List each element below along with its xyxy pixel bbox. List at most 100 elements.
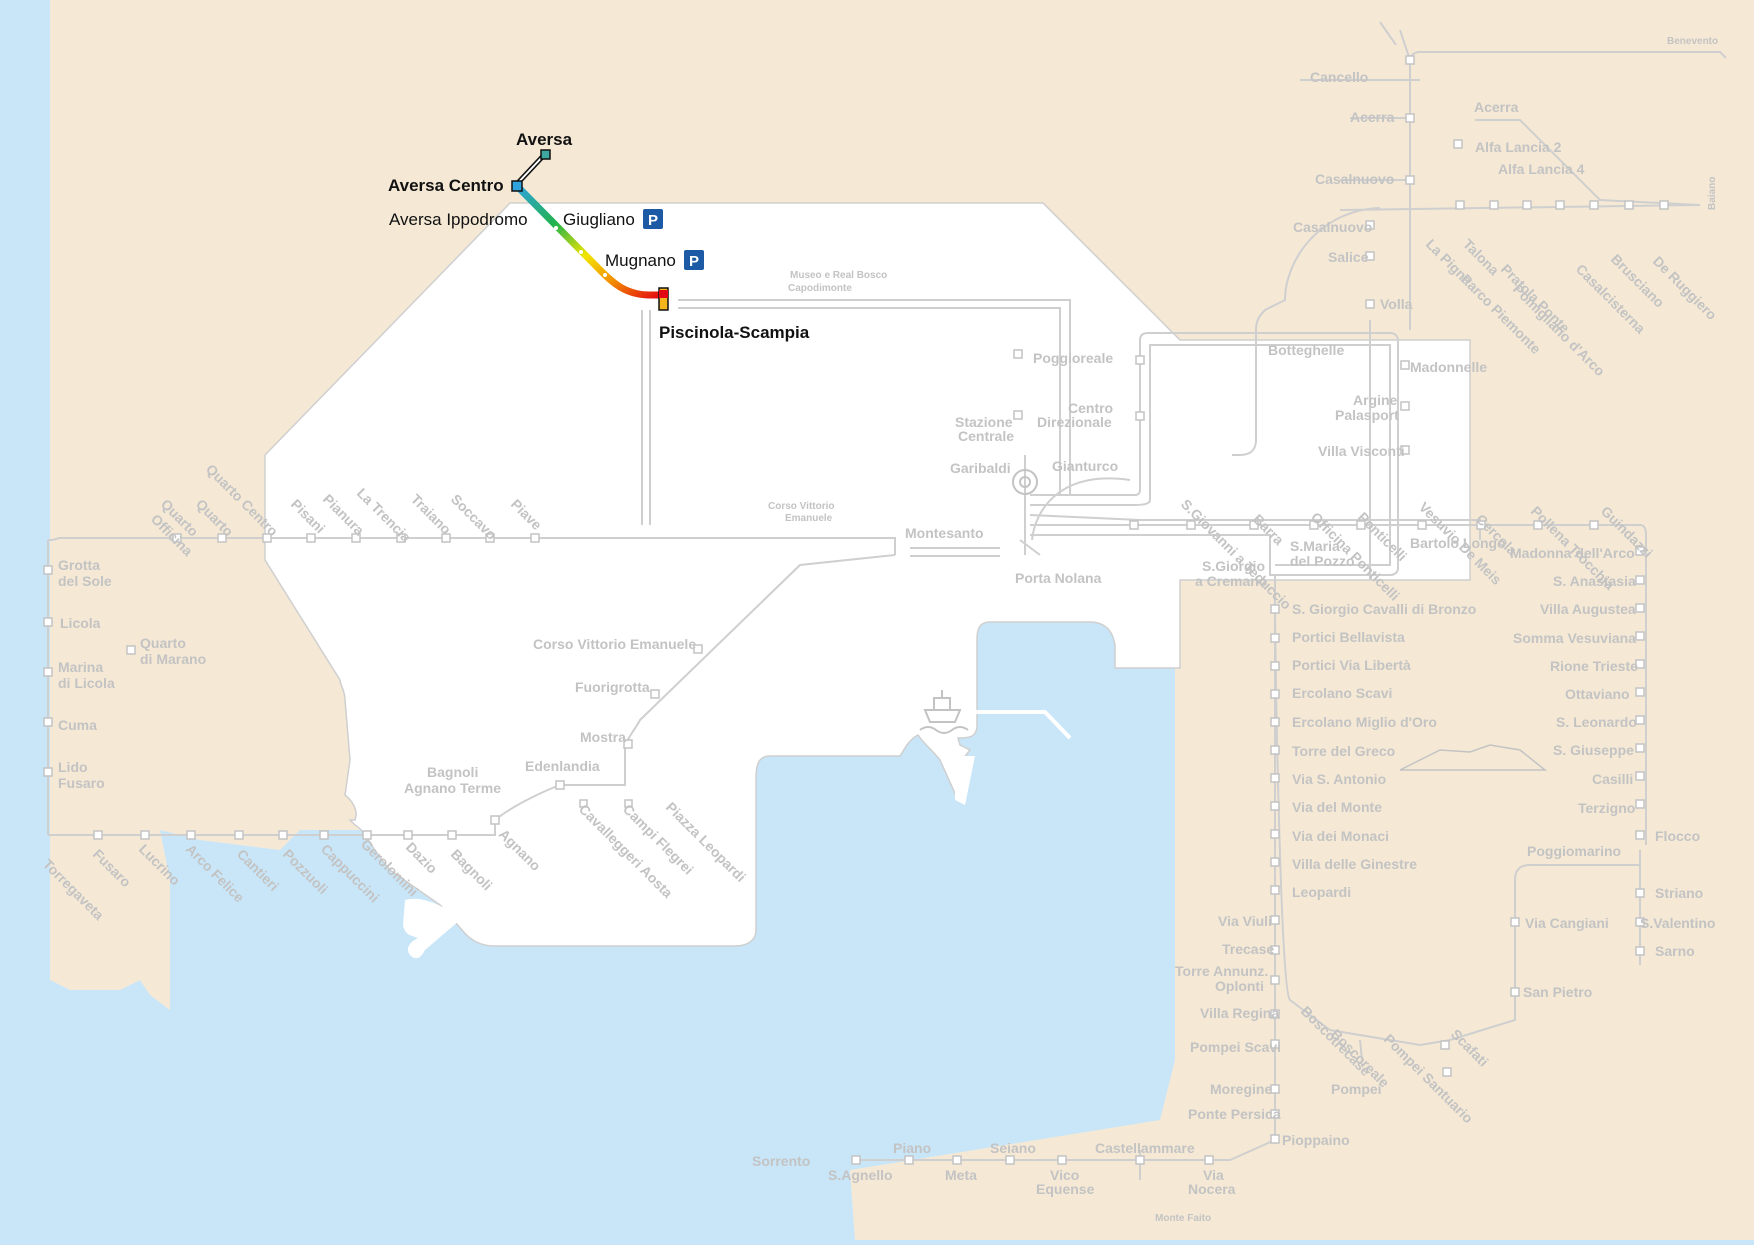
svg-text:di Marano: di Marano xyxy=(140,651,206,667)
svg-text:Pioppaino: Pioppaino xyxy=(1282,1132,1350,1148)
svg-text:S.Maria: S.Maria xyxy=(1290,538,1340,554)
svg-text:Madonna dell'Arco: Madonna dell'Arco xyxy=(1510,545,1635,561)
svg-text:Piano: Piano xyxy=(893,1140,931,1156)
port-pozzuoli-pier xyxy=(403,898,460,959)
svg-text:Licola: Licola xyxy=(60,615,101,631)
port-pier-1 xyxy=(955,756,975,805)
svg-text:Monte Faito: Monte Faito xyxy=(1155,1213,1211,1224)
svg-text:Via Cangiani: Via Cangiani xyxy=(1525,915,1609,931)
svg-text:Casalnuovo: Casalnuovo xyxy=(1315,171,1394,187)
svg-text:Benevento: Benevento xyxy=(1667,36,1718,47)
svg-text:di Licola: di Licola xyxy=(58,675,115,691)
svg-text:Nocera: Nocera xyxy=(1188,1181,1236,1197)
svg-text:Corso Vittorio Emanuele: Corso Vittorio Emanuele xyxy=(533,636,696,652)
svg-text:Bartolo Longo: Bartolo Longo xyxy=(1410,535,1506,551)
svg-text:Trecase: Trecase xyxy=(1222,941,1274,957)
svg-text:Acerra: Acerra xyxy=(1350,109,1395,125)
svg-text:Cancello: Cancello xyxy=(1310,69,1368,85)
svg-text:Emanuele: Emanuele xyxy=(785,513,833,524)
label-giugliano: Giugliano xyxy=(563,210,635,229)
svg-text:Ercolano Miglio d'Oro: Ercolano Miglio d'Oro xyxy=(1292,714,1437,730)
port-pier-2 xyxy=(975,710,1072,740)
svg-text:Quarto: Quarto xyxy=(140,635,186,651)
svg-text:Torre del Greco: Torre del Greco xyxy=(1292,743,1395,759)
svg-text:Striano: Striano xyxy=(1655,885,1703,901)
svg-text:Museo e Real Bosco: Museo e Real Bosco xyxy=(790,270,887,281)
svg-text:Terzigno: Terzigno xyxy=(1578,800,1635,816)
svg-text:Gianturco: Gianturco xyxy=(1052,458,1118,474)
svg-text:P: P xyxy=(648,212,658,229)
svg-text:Fuorigrotta: Fuorigrotta xyxy=(575,679,650,695)
station-aversa[interactable] xyxy=(540,149,551,160)
svg-text:Rione Trieste: Rione Trieste xyxy=(1550,658,1638,674)
svg-text:Portici Via Libertà: Portici Via Libertà xyxy=(1292,657,1411,673)
svg-text:Bagnoli: Bagnoli xyxy=(427,764,478,780)
svg-text:P: P xyxy=(689,253,699,270)
svg-text:Centrale: Centrale xyxy=(958,428,1014,444)
svg-text:Via: Via xyxy=(1203,1167,1224,1183)
svg-text:Pompei Scavi: Pompei Scavi xyxy=(1190,1039,1281,1055)
svg-text:Poggiomarino: Poggiomarino xyxy=(1527,843,1621,859)
svg-text:Lido: Lido xyxy=(58,759,88,775)
svg-text:Villa Regina: Villa Regina xyxy=(1200,1005,1279,1021)
svg-text:Somma Vesuviana: Somma Vesuviana xyxy=(1513,630,1636,646)
svg-text:S. Giuseppe: S. Giuseppe xyxy=(1553,742,1634,758)
svg-text:Ponte Persica: Ponte Persica xyxy=(1188,1106,1281,1122)
svg-text:Ercolano Scavi: Ercolano Scavi xyxy=(1292,685,1392,701)
svg-text:Cuma: Cuma xyxy=(58,717,97,733)
svg-text:del Pozzo: del Pozzo xyxy=(1290,553,1355,569)
svg-text:S.Agnello: S.Agnello xyxy=(828,1167,893,1183)
svg-text:Volla: Volla xyxy=(1380,296,1413,312)
svg-text:Alfa Lancia 4: Alfa Lancia 4 xyxy=(1498,161,1585,177)
parking-icon-giugliano: P xyxy=(643,209,663,229)
svg-text:Botteghelle: Botteghelle xyxy=(1268,342,1344,358)
station-aversa-centro[interactable] xyxy=(511,180,523,192)
svg-text:Casilli: Casilli xyxy=(1592,771,1633,787)
svg-text:Alfa Lancia 2: Alfa Lancia 2 xyxy=(1475,139,1562,155)
svg-text:S.Giorgio: S.Giorgio xyxy=(1202,558,1265,574)
svg-text:Pompei: Pompei xyxy=(1331,1081,1382,1097)
land-west-coast xyxy=(50,460,360,1010)
svg-text:Marina: Marina xyxy=(58,659,103,675)
svg-text:S. Giorgio Cavalli di Bronzo: S. Giorgio Cavalli di Bronzo xyxy=(1292,601,1476,617)
land-mainland xyxy=(50,0,1754,1240)
city-area xyxy=(264,202,1471,947)
svg-text:Mostra: Mostra xyxy=(580,729,626,745)
svg-text:Agnano Terme: Agnano Terme xyxy=(404,780,501,796)
svg-text:Centro: Centro xyxy=(1068,400,1113,416)
label-piscinola: Piscinola-Scampia xyxy=(659,323,810,342)
svg-text:Acerra: Acerra xyxy=(1474,99,1519,115)
parking-icon-mugnano: P xyxy=(684,250,704,270)
svg-text:Corso Vittorio: Corso Vittorio xyxy=(768,501,834,512)
svg-text:Capodimonte: Capodimonte xyxy=(788,283,852,294)
svg-text:Villa delle Ginestre: Villa delle Ginestre xyxy=(1292,856,1417,872)
muted-stations xyxy=(43,55,1669,1165)
svg-text:Stazione: Stazione xyxy=(955,414,1013,430)
svg-text:Palasport: Palasport xyxy=(1335,407,1399,423)
svg-text:Portici Bellavista: Portici Bellavista xyxy=(1292,629,1405,645)
svg-text:Edenlandia: Edenlandia xyxy=(525,758,600,774)
svg-text:Salice: Salice xyxy=(1328,249,1369,265)
svg-text:a Cremano: a Cremano xyxy=(1195,573,1267,589)
svg-text:Ottaviano: Ottaviano xyxy=(1565,686,1630,702)
label-aversa-centro: Aversa Centro xyxy=(388,176,504,195)
svg-text:Garibaldi: Garibaldi xyxy=(950,460,1011,476)
svg-text:S. Leonardo: S. Leonardo xyxy=(1556,714,1637,730)
svg-text:Sorrento: Sorrento xyxy=(752,1153,810,1169)
highlighted-line xyxy=(511,149,669,311)
rail-network xyxy=(47,21,1727,1180)
label-mugnano: Mugnano xyxy=(605,251,676,270)
svg-text:S.Valentino: S.Valentino xyxy=(1640,915,1715,931)
svg-text:Madonnelle: Madonnelle xyxy=(1410,359,1487,375)
svg-text:San Pietro: San Pietro xyxy=(1523,984,1592,1000)
svg-text:Via del Monte: Via del Monte xyxy=(1292,799,1382,815)
svg-text:Equense: Equense xyxy=(1036,1181,1095,1197)
svg-text:Oplonti: Oplonti xyxy=(1215,978,1264,994)
svg-text:del Sole: del Sole xyxy=(58,573,112,589)
svg-text:Fusaro: Fusaro xyxy=(58,775,105,791)
svg-text:Sarno: Sarno xyxy=(1655,943,1695,959)
station-piscinola[interactable] xyxy=(658,287,669,311)
label-aversa: Aversa xyxy=(516,130,573,149)
